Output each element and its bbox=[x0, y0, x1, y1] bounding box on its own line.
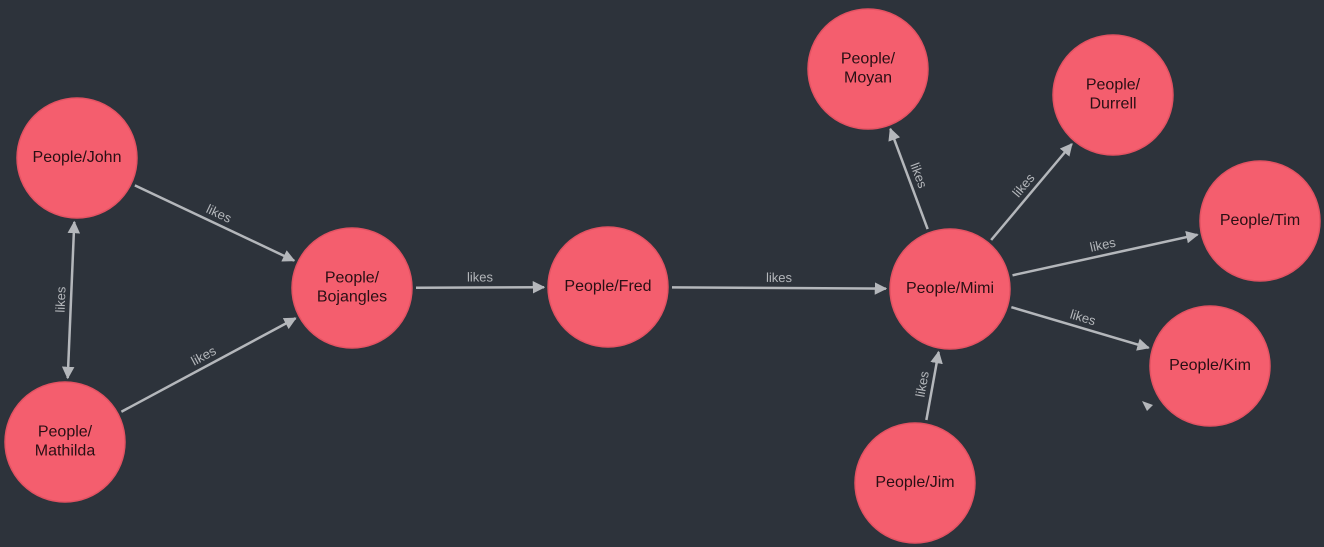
edge-mimi-tim[interactable]: likes bbox=[1012, 231, 1199, 277]
node-label: People/Jim bbox=[875, 474, 954, 491]
node-jim[interactable]: People/Jim bbox=[854, 422, 976, 544]
node-circle[interactable] bbox=[854, 422, 976, 544]
edge-label: likes bbox=[1068, 307, 1098, 329]
edge-john-mathilda[interactable]: likes bbox=[52, 220, 81, 380]
node-mathilda[interactable]: People/Mathilda bbox=[4, 381, 126, 503]
edge-john-bojangles[interactable]: likes bbox=[134, 184, 296, 262]
edge-label: likes bbox=[189, 343, 219, 369]
node-circle[interactable] bbox=[16, 97, 138, 219]
edge-label: likes bbox=[766, 270, 793, 285]
node-label: Mathilda bbox=[35, 443, 96, 460]
node-circle[interactable] bbox=[1199, 160, 1321, 282]
stray-arrow-mark bbox=[1142, 401, 1153, 411]
edge-label: likes bbox=[1088, 235, 1117, 255]
node-circle[interactable] bbox=[889, 228, 1011, 350]
node-john[interactable]: People/John bbox=[16, 97, 138, 219]
node-label: Bojangles bbox=[317, 289, 387, 306]
edge-mimi-kim[interactable]: likes bbox=[1011, 305, 1150, 351]
node-label: People/ bbox=[38, 424, 93, 441]
node-label: People/John bbox=[33, 149, 122, 166]
edge-line[interactable] bbox=[1011, 305, 1150, 351]
node-label: Moyan bbox=[844, 70, 892, 87]
edge-line[interactable] bbox=[134, 184, 296, 262]
edge-line[interactable] bbox=[61, 220, 81, 380]
node-bojangles[interactable]: People/Bojangles bbox=[291, 227, 413, 349]
edge-label: likes bbox=[1009, 170, 1038, 200]
edge-line[interactable] bbox=[671, 282, 888, 295]
node-tim[interactable]: People/Tim bbox=[1199, 160, 1321, 282]
edge-mimi-moyan[interactable]: likes bbox=[888, 127, 931, 230]
edge-line[interactable] bbox=[925, 350, 943, 421]
edge-line[interactable] bbox=[888, 127, 929, 230]
node-circle[interactable] bbox=[807, 8, 929, 130]
node-durrell[interactable]: People/Durrell bbox=[1052, 34, 1174, 156]
node-moyan[interactable]: People/Moyan bbox=[807, 8, 929, 130]
node-circle[interactable] bbox=[4, 381, 126, 503]
edge-label: likes bbox=[467, 269, 494, 284]
edge-mathilda-bojangles[interactable]: likes bbox=[120, 317, 297, 413]
node-mimi[interactable]: People/Mimi bbox=[889, 228, 1011, 350]
node-circle[interactable] bbox=[1149, 305, 1271, 427]
node-circle[interactable] bbox=[291, 227, 413, 349]
edge-line[interactable] bbox=[990, 143, 1073, 241]
node-fred[interactable]: People/Fred bbox=[547, 226, 669, 348]
edge-bojangles-fred[interactable]: likes bbox=[415, 269, 546, 294]
edge-line[interactable] bbox=[120, 317, 297, 413]
edge-fred-mimi[interactable]: likes bbox=[671, 270, 888, 295]
edge-label: likes bbox=[52, 286, 68, 313]
node-label: People/Mimi bbox=[906, 280, 994, 297]
edge-mimi-durrell[interactable]: likes bbox=[990, 143, 1073, 241]
node-label: People/Tim bbox=[1220, 212, 1300, 229]
edge-line[interactable] bbox=[415, 281, 546, 294]
node-label: People/ bbox=[841, 51, 896, 68]
edge-jim-mimi[interactable]: likes bbox=[912, 350, 943, 421]
node-label: Durrell bbox=[1089, 96, 1136, 113]
nodes-layer: People/JohnPeople/MathildaPeople/Bojangl… bbox=[4, 8, 1321, 544]
node-label: People/ bbox=[325, 270, 380, 287]
node-label: People/Kim bbox=[1169, 357, 1251, 374]
edge-label: likes bbox=[204, 201, 234, 226]
node-kim[interactable]: People/Kim bbox=[1149, 305, 1271, 427]
node-circle[interactable] bbox=[547, 226, 669, 348]
edge-line[interactable] bbox=[1012, 231, 1199, 277]
edge-label: likes bbox=[912, 370, 931, 399]
node-label: People/Fred bbox=[564, 278, 651, 295]
node-label: People/ bbox=[1086, 77, 1141, 94]
node-circle[interactable] bbox=[1052, 34, 1174, 156]
